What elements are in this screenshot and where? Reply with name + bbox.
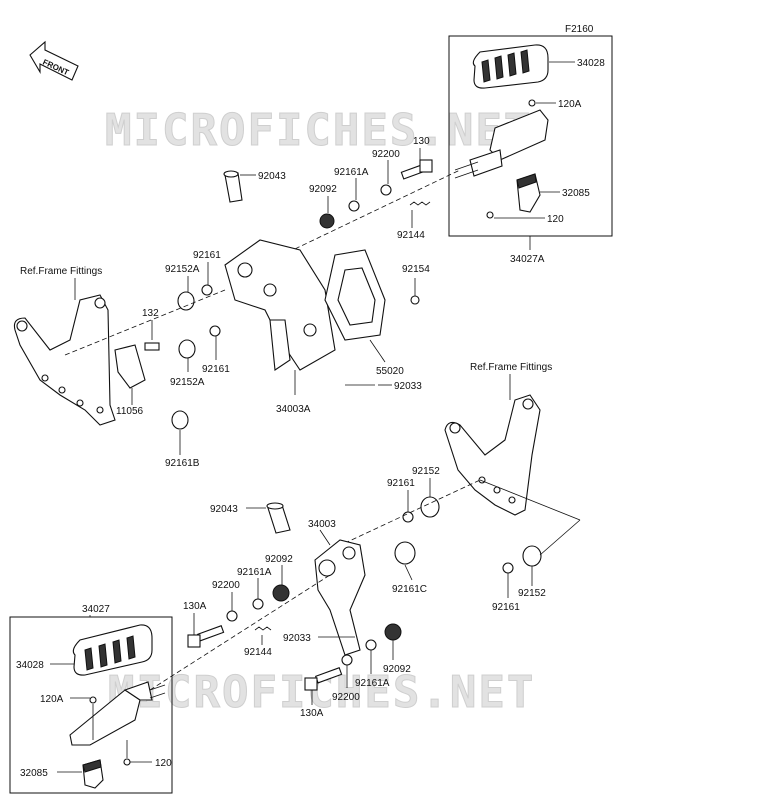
footpeg-rubber-bottom xyxy=(72,624,153,676)
bolt-92154 xyxy=(410,295,420,305)
bolt-120A-bottom xyxy=(89,696,97,704)
label-34028-top: 34028 xyxy=(577,58,605,69)
bushing-92161B xyxy=(171,410,189,430)
label-92092-c: 92092 xyxy=(383,664,411,675)
label-92161-c: 92161 xyxy=(387,478,415,489)
label-92200-c: 92200 xyxy=(332,692,360,703)
ref-frame-fittings-right: Ref.Frame Fittings xyxy=(470,362,552,373)
footpeg-slider-bottom xyxy=(82,759,104,789)
bushing-92092-b xyxy=(272,584,290,602)
washer-92161-c xyxy=(402,511,414,523)
bolt-120-bottom xyxy=(123,758,131,766)
label-34028-bottom: 34028 xyxy=(16,660,44,671)
label-130A-b: 130A xyxy=(300,708,324,719)
heel-guard-55020 xyxy=(324,249,386,341)
label-92092-b: 92092 xyxy=(265,554,293,565)
label-92043-bottom: 92043 xyxy=(210,504,238,515)
label-34003: 34003 xyxy=(308,519,336,530)
label-34027: 34027 xyxy=(82,604,110,615)
bolt-132 xyxy=(144,342,160,351)
label-92033-bottom: 92033 xyxy=(283,633,311,644)
label-92152A-b: 92152A xyxy=(170,377,205,388)
spring-92144-bottom xyxy=(254,626,272,631)
bushing-92152A-bottom xyxy=(178,339,196,359)
washer-92161-a xyxy=(201,284,213,296)
label-92161A-b: 92161A xyxy=(237,567,272,578)
bushing-92152-b xyxy=(522,545,542,567)
bracket-34003 xyxy=(314,539,366,656)
bushing-92092-c xyxy=(384,623,402,641)
label-92144-bottom: 92144 xyxy=(244,647,272,658)
frame-plate-right xyxy=(444,394,541,516)
label-132: 132 xyxy=(142,308,159,319)
washer-92200-b xyxy=(226,610,238,622)
label-92033-top: 92033 xyxy=(394,381,422,392)
label-130: 130 xyxy=(413,136,430,147)
frame-plate-left xyxy=(13,294,116,426)
pin-92043-top xyxy=(223,170,243,203)
ref-frame-fittings-left: Ref.Frame Fittings xyxy=(20,266,102,277)
label-11056: 11056 xyxy=(116,406,144,417)
label-92152A-a: 92152A xyxy=(165,264,200,275)
label-34027A: 34027A xyxy=(510,254,545,265)
label-92161-a: 92161 xyxy=(193,250,221,261)
footpeg-rubber-top xyxy=(472,44,549,89)
label-92200-top: 92200 xyxy=(372,149,400,160)
label-92161C: 92161C xyxy=(392,584,427,595)
label-92161A-c: 92161A xyxy=(355,678,390,689)
pin-92043-bottom xyxy=(266,502,291,534)
label-92144-top: 92144 xyxy=(397,230,425,241)
label-120A-top: 120A xyxy=(558,99,582,110)
label-92161B: 92161B xyxy=(165,458,200,469)
bolt-130 xyxy=(400,159,433,180)
bolt-130A-b xyxy=(304,667,343,691)
bracket-34003A xyxy=(224,239,336,371)
figure-code: F2160 xyxy=(565,24,594,35)
label-92154: 92154 xyxy=(402,264,430,275)
label-120-bottom: 120 xyxy=(155,758,172,769)
footpeg-slider-top xyxy=(516,173,541,213)
label-32085-top: 32085 xyxy=(562,188,590,199)
bushing-92152-a xyxy=(420,496,440,518)
label-92152-b: 92152 xyxy=(518,588,546,599)
washer-92161-d xyxy=(502,562,514,574)
spring-92144-top xyxy=(409,201,431,206)
label-92200-b: 92200 xyxy=(212,580,240,591)
washer-92161A-top xyxy=(348,200,360,212)
front-arrow-icon: FRONT xyxy=(29,40,79,81)
bolt-120A-top xyxy=(528,99,536,107)
bolt-130A-a xyxy=(187,625,225,648)
bushing-92092-top xyxy=(319,213,335,229)
label-34003A: 34003A xyxy=(276,404,311,415)
label-92092-top: 92092 xyxy=(309,184,337,195)
label-130A-a: 130A xyxy=(183,601,207,612)
label-92152-a: 92152 xyxy=(412,466,440,477)
label-120-top: 120 xyxy=(547,214,564,225)
washer-92161-b xyxy=(209,325,221,337)
label-92043-top: 92043 xyxy=(258,171,286,182)
footpeg-body-bottom xyxy=(69,681,166,746)
label-92161-b: 92161 xyxy=(202,364,230,375)
label-92161A-top: 92161A xyxy=(334,167,369,178)
bushing-92161C xyxy=(394,541,416,565)
washer-92161A-c xyxy=(365,639,377,651)
assembly-box-34027 xyxy=(9,616,173,794)
bolt-120-top xyxy=(486,211,494,219)
bracket-11056 xyxy=(114,344,146,389)
washer-92200-top xyxy=(380,184,392,196)
watermark-top: MICROFICHES.NET xyxy=(105,105,532,156)
label-55020: 55020 xyxy=(376,366,404,377)
bushing-92152A-top xyxy=(177,291,195,311)
footpeg-body-top xyxy=(454,109,549,179)
label-120A-bottom: 120A xyxy=(40,694,64,705)
assembly-box-34027A xyxy=(448,35,613,237)
washer-92200-c xyxy=(341,654,353,666)
washer-92161A-b xyxy=(252,598,264,610)
label-92161-d: 92161 xyxy=(492,602,520,613)
label-32085-bottom: 32085 xyxy=(20,768,48,779)
